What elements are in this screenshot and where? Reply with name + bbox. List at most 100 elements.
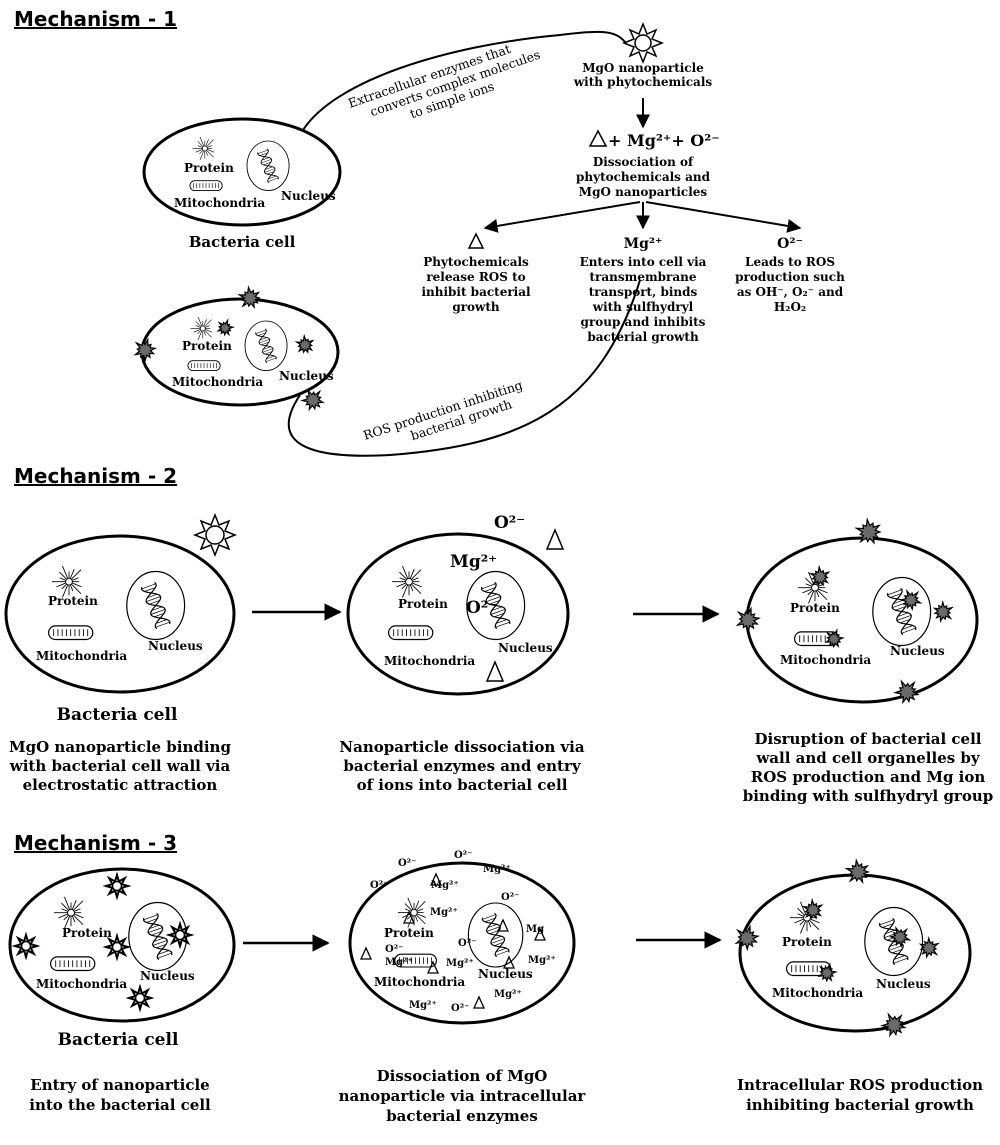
m3-desc-b-line-3: bacterial enzymes <box>386 1107 538 1125</box>
nanoparticle-star-icon <box>102 932 132 962</box>
nucleus-icon <box>126 570 186 641</box>
cell-wall <box>745 536 979 704</box>
mitochondria-icon <box>187 360 221 372</box>
dna-icon <box>886 587 917 636</box>
ros-burst-icon <box>893 679 920 705</box>
dissociation-line-2: phytochemicals and <box>576 170 711 184</box>
nanoparticle-star-icon <box>125 983 155 1013</box>
nanoparticle-label-line-1: MgO nanoparticle <box>582 61 704 75</box>
protein-label: Protein <box>182 339 232 353</box>
phytochemical-triangle-icon <box>533 927 547 941</box>
nanoparticle-star-icon <box>11 931 41 961</box>
mitochondria-icon <box>388 625 434 641</box>
arrow-branch-right <box>645 201 802 233</box>
branch-mg-line-2: transmembrane <box>590 270 697 284</box>
m2-bacteria-cell-a: Protein Mitochondria Nucleus <box>4 534 236 694</box>
m2-desc-b-line-1: Nanoparticle dissociation via <box>339 738 584 756</box>
dna-icon <box>255 328 277 363</box>
m2-mgo-nanoparticle-icon <box>192 512 238 558</box>
branch-o-line-1: Leads to ROS <box>745 255 835 269</box>
ros-burst-icon <box>880 1012 907 1038</box>
phytochemical-triangle-icon <box>472 995 486 1009</box>
ion-12: Mg²⁺ <box>446 958 474 969</box>
dna-icon <box>257 148 279 183</box>
branch-mg-line-5: group and inhibits <box>581 315 706 329</box>
ion-9: O²⁻ <box>458 938 476 949</box>
ros-burst-icon <box>216 318 235 337</box>
ros-burst-icon <box>932 599 955 623</box>
nucleus-icon <box>128 901 188 972</box>
mitochondria-label: Mitochondria <box>780 653 871 667</box>
nucleus-label: Nucleus <box>498 641 553 655</box>
phytochemical-triangle-icon <box>588 129 608 147</box>
nanoparticle-star-icon <box>165 920 195 950</box>
ros-burst-icon <box>133 337 157 363</box>
mitochondria-label: Mitochondria <box>174 196 265 210</box>
branch-mg-symbol: Mg²⁺ <box>624 236 663 252</box>
mitochondria-icon <box>189 180 223 192</box>
branch-phyto-triangle-icon <box>467 232 485 249</box>
ion-14: Mg²⁺ <box>494 989 522 1000</box>
phytochemical-triangle-icon <box>502 955 516 969</box>
ros-burst-icon <box>734 924 760 952</box>
m2-desc-c-line-3: ROS production and Mg ion <box>751 768 986 786</box>
dna-icon <box>480 581 511 630</box>
protein-icon <box>397 897 426 928</box>
branch-mg-line-4: with sulfhydryl <box>592 300 694 314</box>
ion-2: O²⁻ <box>454 850 472 861</box>
m3-ros-bursts <box>734 858 941 1038</box>
branch-mg-line-6: bacterial growth <box>587 330 699 344</box>
organelles <box>50 896 188 972</box>
m3-desc-a-line-1: Entry of nanoparticle <box>30 1076 209 1094</box>
m3-desc-c-line-1: Intracellular ROS production <box>737 1076 983 1094</box>
protein-icon <box>192 136 215 161</box>
m3-nanoparticle-icons <box>11 871 195 1013</box>
branch-mg-line-3: transport, binds <box>589 285 698 299</box>
m2-desc-a-line-1: MgO nanoparticle binding <box>9 738 231 756</box>
protein-label: Protein <box>384 926 434 940</box>
ion-7: O²⁻ <box>385 944 403 955</box>
ros-burst-icon <box>918 935 941 959</box>
nanoparticle-label-line-2: with phytochemicals <box>573 75 713 89</box>
nucleus-icon <box>244 320 288 372</box>
m2-ros-bursts <box>735 517 955 705</box>
ion-1: O²⁻ <box>398 858 416 869</box>
m2-cell-caption: Bacteria cell <box>57 705 178 725</box>
nucleus-label: Nucleus <box>279 369 334 383</box>
ion-8: Mg²⁺ <box>430 907 458 918</box>
nucleus-icon <box>872 576 932 647</box>
dissociation-line-3: MgO nanoparticles <box>579 185 708 199</box>
mitochondria-label: Mitochondria <box>772 986 863 1000</box>
ion-6: O²⁻ <box>501 892 519 903</box>
m3-desc-b-line-2: nanoparticle via intracellular <box>339 1087 587 1105</box>
branch-o-symbol: O²⁻ <box>777 236 803 252</box>
phytochemical-triangle-icon <box>359 946 373 960</box>
protein-icon <box>190 316 213 341</box>
nucleus-label: Nucleus <box>281 189 336 203</box>
protein-label: Protein <box>398 597 448 611</box>
ros-burst-icon <box>808 564 831 587</box>
m1-bacteria-cell-2: Protein Mitochondria Nucleus <box>140 297 340 407</box>
dna-icon <box>140 581 171 630</box>
branch-phyto-line-1: Phytochemicals <box>423 255 529 269</box>
dissociation-formula: + Mg²⁺+ O²⁻ <box>608 131 720 150</box>
mgo-nanoparticle-icon <box>621 21 665 65</box>
branch-phyto-line-4: growth <box>452 300 500 314</box>
ros-burst-icon <box>844 858 870 884</box>
ion-5: Mg²⁺ <box>431 880 459 891</box>
branch-phyto-line-3: inhibit bacterial <box>421 285 531 299</box>
ros-burst-icon <box>735 606 761 634</box>
ros-burst-icon <box>801 897 824 920</box>
ros-burst-icon <box>237 285 262 310</box>
branch-mg-line-1: Enters into cell via <box>580 255 707 269</box>
enzyme-connector-curve <box>299 30 626 136</box>
protein-icon <box>797 571 828 604</box>
phytochemical-triangle-icon <box>496 918 510 932</box>
ros-burst-icon <box>300 388 325 412</box>
ros-label: ROS production inhibiting bacterial grow… <box>361 377 524 443</box>
dna-icon <box>142 912 173 961</box>
dissociation-line-1: Dissociation of <box>593 155 694 169</box>
nucleus-icon <box>466 570 526 641</box>
m1-bacteria-cell-1: Protein Mitochondria Nucleus <box>142 117 342 227</box>
